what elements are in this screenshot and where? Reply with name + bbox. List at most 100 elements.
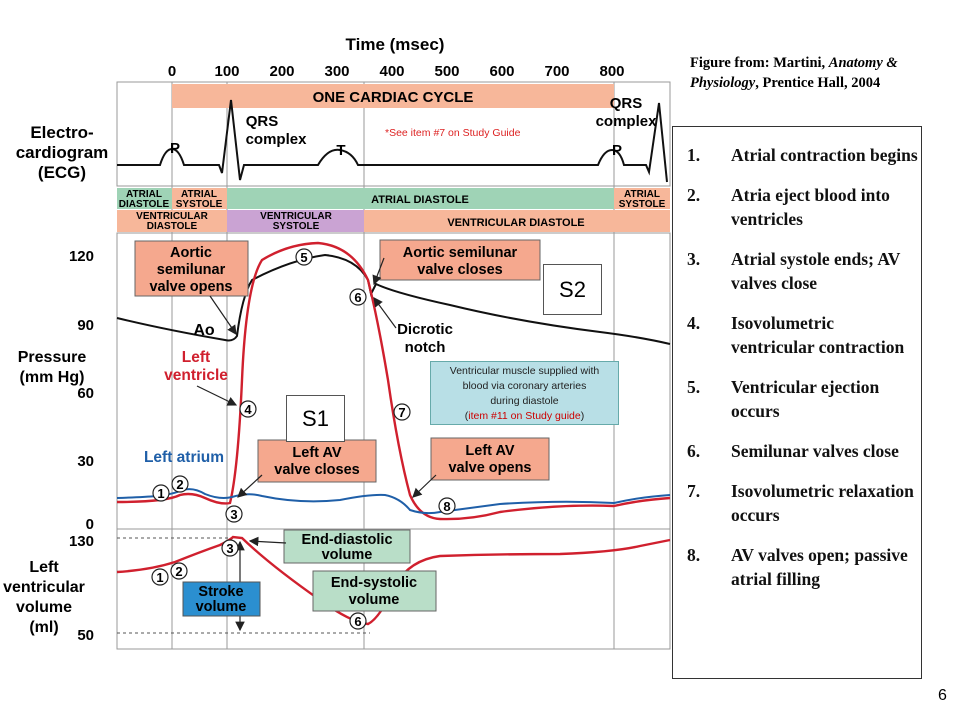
svg-text:(mm Hg): (mm Hg) [20, 369, 85, 386]
pressure-axis-label: Pressure (mm Hg) [18, 349, 87, 386]
left-ventricle-pressure-curve [116, 241, 671, 521]
svg-text:semilunar: semilunar [157, 262, 226, 278]
svg-text:Aortic: Aortic [170, 245, 212, 261]
ecg-qrs-label: QRS [246, 113, 279, 130]
svg-text:Left: Left [182, 349, 210, 366]
svg-text:3: 3 [230, 507, 237, 522]
study-guide-reference: item #11 on Study guide [468, 410, 581, 422]
ecg-t-label: T [336, 142, 345, 159]
aortic-pressure-curve [116, 253, 671, 345]
ecg-trace [117, 99, 668, 183]
time-tick: 100 [214, 63, 239, 80]
aortic-closes-pointer [372, 257, 385, 286]
cycle-steps-list: 1.Atrial contraction begins 2.Atria ejec… [673, 127, 921, 591]
svg-text:Left AV: Left AV [292, 445, 341, 461]
pressure-tick-labels: 120 90 60 30 0 [69, 248, 94, 533]
svg-text:valve opens: valve opens [149, 279, 232, 295]
svg-text:cardiogram: cardiogram [16, 143, 109, 162]
aortic-opens-pointer [209, 295, 237, 335]
svg-text:50: 50 [77, 627, 94, 644]
marker-6-volume: 6 [349, 612, 367, 630]
esv-callout [312, 570, 437, 612]
time-axis-title: Time (msec) [346, 35, 445, 54]
svg-text:Aortic semilunar: Aortic semilunar [403, 245, 518, 261]
svg-text:DIASTOLE: DIASTOLE [147, 221, 198, 232]
svg-text:volume: volume [196, 599, 247, 615]
note-line: during diastole [490, 395, 559, 407]
svg-text:(ECG): (ECG) [38, 163, 86, 182]
av-valve-opens-text: Left AV valve opens [448, 443, 531, 476]
svg-text:notch: notch [405, 339, 446, 356]
ao-label: Ao [193, 322, 215, 339]
svg-text:VENTRICULAR: VENTRICULAR [260, 211, 332, 222]
svg-text:60: 60 [77, 385, 94, 402]
step-item: 1.Atrial contraction begins [687, 145, 918, 165]
svg-text:90: 90 [77, 317, 94, 334]
note-line: (item #11 on Study guide) [464, 410, 585, 422]
step-item: 6.Semilunar valves close [687, 441, 899, 461]
volume-axis-label: Left ventricular volume (ml) [3, 559, 85, 636]
svg-text:8: 8 [443, 499, 450, 514]
svg-text:6: 6 [354, 614, 361, 629]
av-valve-closes-text: Left AV valve closes [274, 445, 359, 478]
svg-text:30: 30 [77, 453, 94, 470]
time-tick: 300 [324, 63, 349, 80]
stroke-volume-callout [182, 581, 261, 617]
coronary-perfusion-note: Ventricular muscle supplied with blood v… [430, 361, 619, 425]
left-ventricle-label: Left ventricle [164, 349, 228, 384]
ecg-axis-label: Electro- cardiogram (ECG) [16, 123, 109, 182]
svg-text:5: 5 [300, 250, 307, 265]
svg-text:ventricle: ventricle [164, 367, 228, 384]
event-markers: 1 2 3 4 5 6 7 8 1 2 3 6 [151, 248, 456, 630]
dicrotic-pointer [373, 297, 397, 329]
svg-text:ATRIAL DIASTOLE: ATRIAL DIASTOLE [371, 194, 469, 206]
svg-text:SYSTOLE: SYSTOLE [619, 199, 666, 210]
svg-text:SYSTOLE: SYSTOLE [176, 199, 223, 210]
svg-text:Electro-: Electro- [30, 123, 93, 142]
svg-text:DIASTOLE: DIASTOLE [119, 199, 170, 210]
svg-text:120: 120 [69, 248, 94, 265]
svg-text:7: 7 [398, 405, 405, 420]
study-guide-note: *See item #7 on Study Guide [385, 127, 521, 139]
svg-text:Pressure: Pressure [18, 349, 87, 366]
av-closes-pointer [237, 474, 263, 498]
svg-text:Stroke: Stroke [198, 584, 243, 600]
left-atrium-pressure-curve [116, 488, 671, 515]
cycle-steps-panel: 1.Atrial contraction begins 2.Atria ejec… [672, 126, 922, 679]
edv-pointer [248, 536, 287, 547]
aortic-valve-opens-callout [134, 240, 249, 297]
svg-text:volume: volume [322, 547, 373, 563]
svg-text:End-systolic: End-systolic [331, 575, 417, 591]
time-tick: 400 [379, 63, 404, 80]
time-tick: 800 [599, 63, 624, 80]
ventricular-volume-curve [116, 535, 671, 626]
volume-panel [116, 528, 671, 650]
svg-text:1: 1 [156, 570, 163, 585]
svg-text:Left: Left [29, 559, 59, 576]
svg-text:ventricular: ventricular [3, 579, 85, 596]
time-tick: 600 [489, 63, 514, 80]
svg-text:4: 4 [244, 402, 252, 417]
step-item: 7.Isovolumetric relaxation occurs [687, 481, 914, 525]
svg-text:130: 130 [69, 533, 94, 550]
svg-text:volume: volume [16, 599, 72, 616]
marker-5: 5 [295, 248, 313, 266]
page-number: 6 [938, 687, 947, 704]
time-tick-labels: 0 100 200 300 400 500 600 700 800 [168, 63, 625, 80]
svg-text:valve opens: valve opens [448, 460, 531, 476]
svg-text:1: 1 [157, 486, 164, 501]
marker-4: 4 [239, 400, 257, 418]
svg-text:SYSTOLE: SYSTOLE [273, 221, 320, 232]
step-item: 5.Ventricular ejection occurs [687, 377, 880, 421]
marker-7: 7 [393, 403, 411, 421]
av-valve-closes-callout [257, 439, 377, 483]
edv-text: End-diastolic volume [301, 532, 392, 563]
marker-2: 2 [171, 475, 189, 493]
svg-text:2: 2 [176, 477, 183, 492]
ecg-panel [116, 81, 671, 187]
ecg-qrs-label: complex [246, 131, 308, 148]
esv-text: End-systolic volume [331, 575, 417, 608]
ecg-p-label: P [170, 140, 180, 157]
svg-text:volume: volume [349, 592, 400, 608]
